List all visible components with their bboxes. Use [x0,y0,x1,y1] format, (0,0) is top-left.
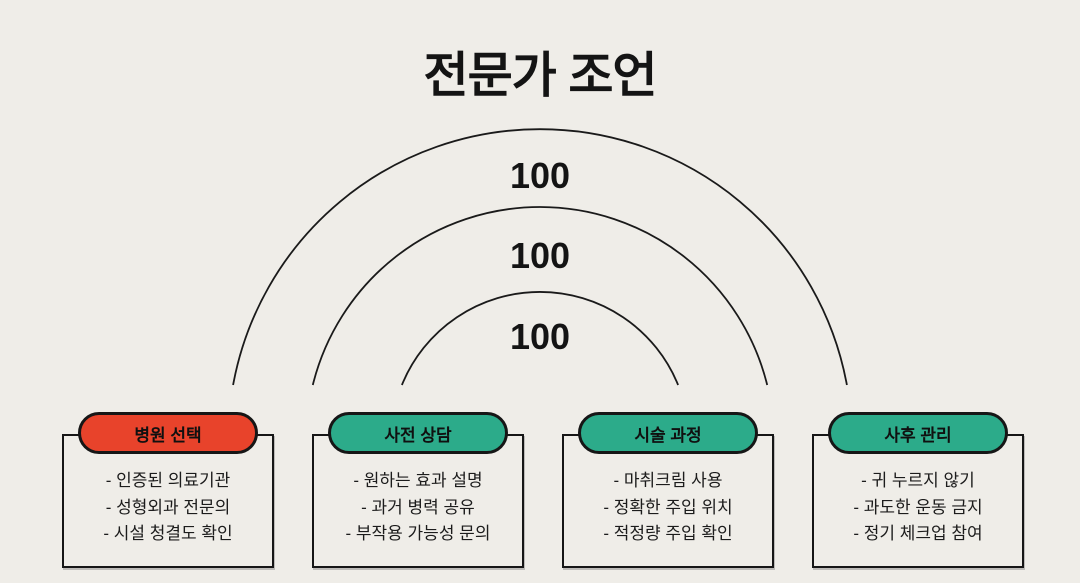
list-item: - 귀 누르지 않기 [861,471,975,490]
card-header-label: 병원 선택 [134,425,202,445]
list-item: - 성형외과 전문의 [105,497,231,517]
card-header-label: 시술 과정 [634,425,702,445]
card-pre-consultation: 사전 상담 - 원하는 효과 설명 - 과거 병력 공유 - 부작용 가능성 문… [312,412,524,568]
card-header-pill: 사후 관리 [828,412,1008,454]
arc-value-label-outer: 100 [509,155,571,196]
card-header-label: 사후 관리 [884,425,952,445]
arc-middle [311,206,769,386]
list-item: - 부작용 가능성 문의 [345,524,491,543]
list-item: - 정기 체크업 참여 [853,524,983,543]
card-header-label: 사전 상담 [384,425,452,445]
card-item-list: - 귀 누르지 않기 - 과도한 운동 금지 - 정기 체크업 참여 [812,468,1024,548]
card-procedure-process: 시술 과정 - 마취크림 사용 - 정확한 주입 위치 - 적정량 주입 확인 [562,412,774,568]
card-aftercare: 사후 관리 - 귀 누르지 않기 - 과도한 운동 금지 - 정기 체크업 참여 [812,412,1024,568]
page-title: 전문가 조언 [423,49,657,103]
list-item: - 적정량 주입 확인 [603,524,733,543]
arc-inner [401,291,679,386]
list-item: - 과도한 운동 금지 [853,497,983,517]
list-item: - 원하는 효과 설명 [353,471,483,490]
list-item: - 인증된 의료기관 [105,471,231,490]
arc-value-label-inner: 100 [509,316,571,357]
card-item-list: - 마취크림 사용 - 정확한 주입 위치 - 적정량 주입 확인 [562,468,774,548]
card-item-list: - 원하는 효과 설명 - 과거 병력 공유 - 부작용 가능성 문의 [312,468,524,548]
card-header-pill: 시술 과정 [578,412,758,454]
list-item: - 정확한 주입 위치 [603,497,733,517]
card-header-pill: 병원 선택 [78,412,258,454]
card-hospital-selection: 병원 선택 - 인증된 의료기관 - 성형외과 전문의 - 시설 청결도 확인 [62,412,274,568]
list-item: - 마취크림 사용 [613,471,723,490]
list-item: - 과거 병력 공유 [361,497,475,517]
arc-outer [232,128,848,386]
card-header-pill: 사전 상담 [328,412,508,454]
list-item: - 시설 청결도 확인 [103,524,233,543]
arc-value-label-middle: 100 [509,235,571,276]
card-item-list: - 인증된 의료기관 - 성형외과 전문의 - 시설 청결도 확인 [62,468,274,548]
